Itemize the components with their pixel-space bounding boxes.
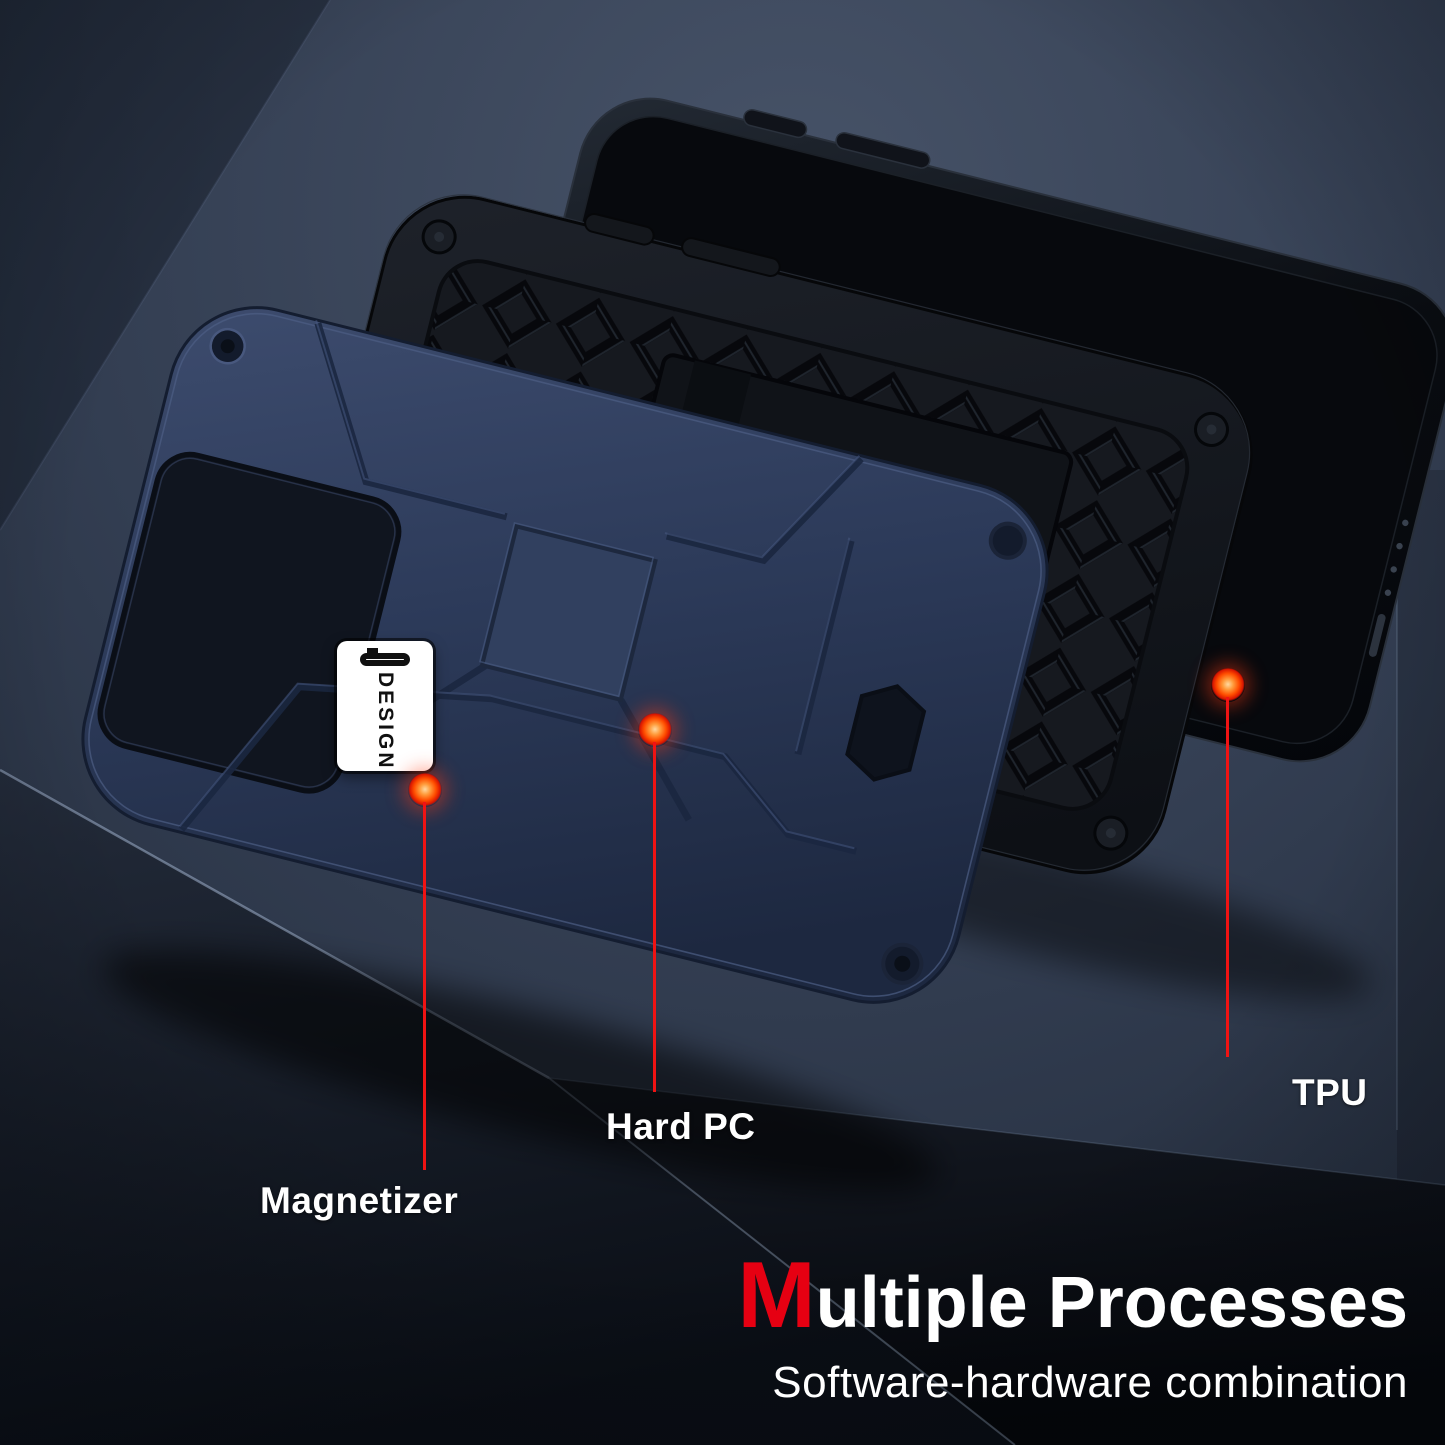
magnetizer-marker-icon bbox=[408, 773, 442, 807]
brand-badge-text: DESIGN bbox=[374, 672, 397, 771]
headline-text: ultiple Processes bbox=[815, 1263, 1408, 1343]
magnetizer-label: Magnetizer bbox=[260, 1180, 459, 1221]
headline-first-letter: M bbox=[737, 1242, 816, 1347]
brand-badge: DESIGN bbox=[337, 641, 433, 771]
tpu-callout-line bbox=[1226, 697, 1229, 1057]
headline-subtitle: Software-hardware combination bbox=[772, 1358, 1408, 1407]
hard-pc-label: Hard PC bbox=[606, 1106, 756, 1147]
headline: Multiple Processes bbox=[737, 1248, 1408, 1342]
brand-logo-icon bbox=[360, 648, 410, 667]
hard-pc-callout-line bbox=[653, 742, 656, 1092]
tpu-marker-icon bbox=[1211, 668, 1245, 702]
tpu-label: TPU bbox=[1292, 1072, 1368, 1113]
hard-pc-marker-icon bbox=[638, 713, 672, 747]
magnetizer-callout-line bbox=[423, 802, 426, 1170]
headline-block: Multiple Processes Software-hardware com… bbox=[737, 1248, 1408, 1408]
